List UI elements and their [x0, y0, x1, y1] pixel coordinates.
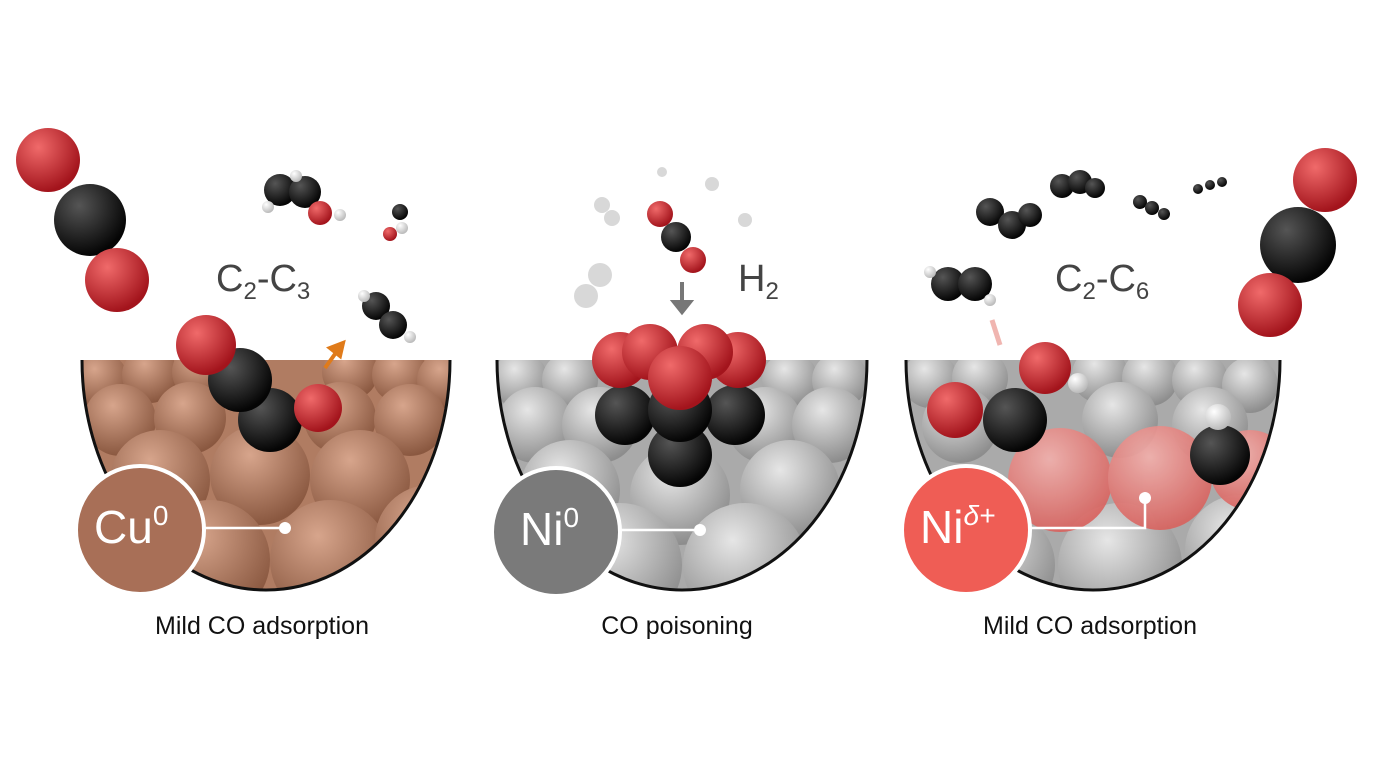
c2-c3-products [262, 170, 416, 343]
caption-cu: Mild CO adsorption [155, 612, 369, 640]
cu-bowl-outline [80, 359, 452, 592]
metal-label-ni-delta: Niδ+ [920, 500, 996, 553]
co-molecule-falling [647, 201, 706, 273]
caption-ni-delta: Mild CO adsorption [983, 612, 1197, 640]
caption-ni: CO poisoning [601, 612, 753, 640]
product-label-c2-c6: C2-C6 [1055, 258, 1150, 305]
arrow-up-icon [323, 339, 346, 370]
gas-label-h2: H2 [738, 258, 779, 305]
ni-delta-bowl-outline [904, 359, 1282, 592]
co-poisoning-cluster [592, 324, 766, 487]
co-adsorbed-ni-delta [927, 342, 1250, 485]
ni-label-circle [490, 466, 622, 598]
cu-label-circle [74, 464, 206, 596]
product-label-c2-c3: C2-C3 [216, 258, 311, 305]
co-molecule-outgoing [1238, 148, 1357, 337]
ni-bowl-outline [495, 359, 869, 592]
metal-label-ni0: Ni0 [520, 502, 580, 555]
ni-pointer [610, 524, 706, 536]
co-molecule-incoming [16, 128, 149, 312]
cu-pointer [195, 522, 291, 534]
arrow-up-faint-icon [989, 319, 1003, 346]
arrow-down-icon [669, 282, 695, 316]
co-adsorbed-cu [176, 315, 342, 452]
ni-delta-pointer [1020, 492, 1151, 530]
metal-label-cu0: Cu0 [94, 500, 169, 553]
h2-molecules [574, 167, 752, 308]
ni-delta-label-circle [900, 464, 1032, 596]
c2-c6-products [924, 170, 1227, 306]
